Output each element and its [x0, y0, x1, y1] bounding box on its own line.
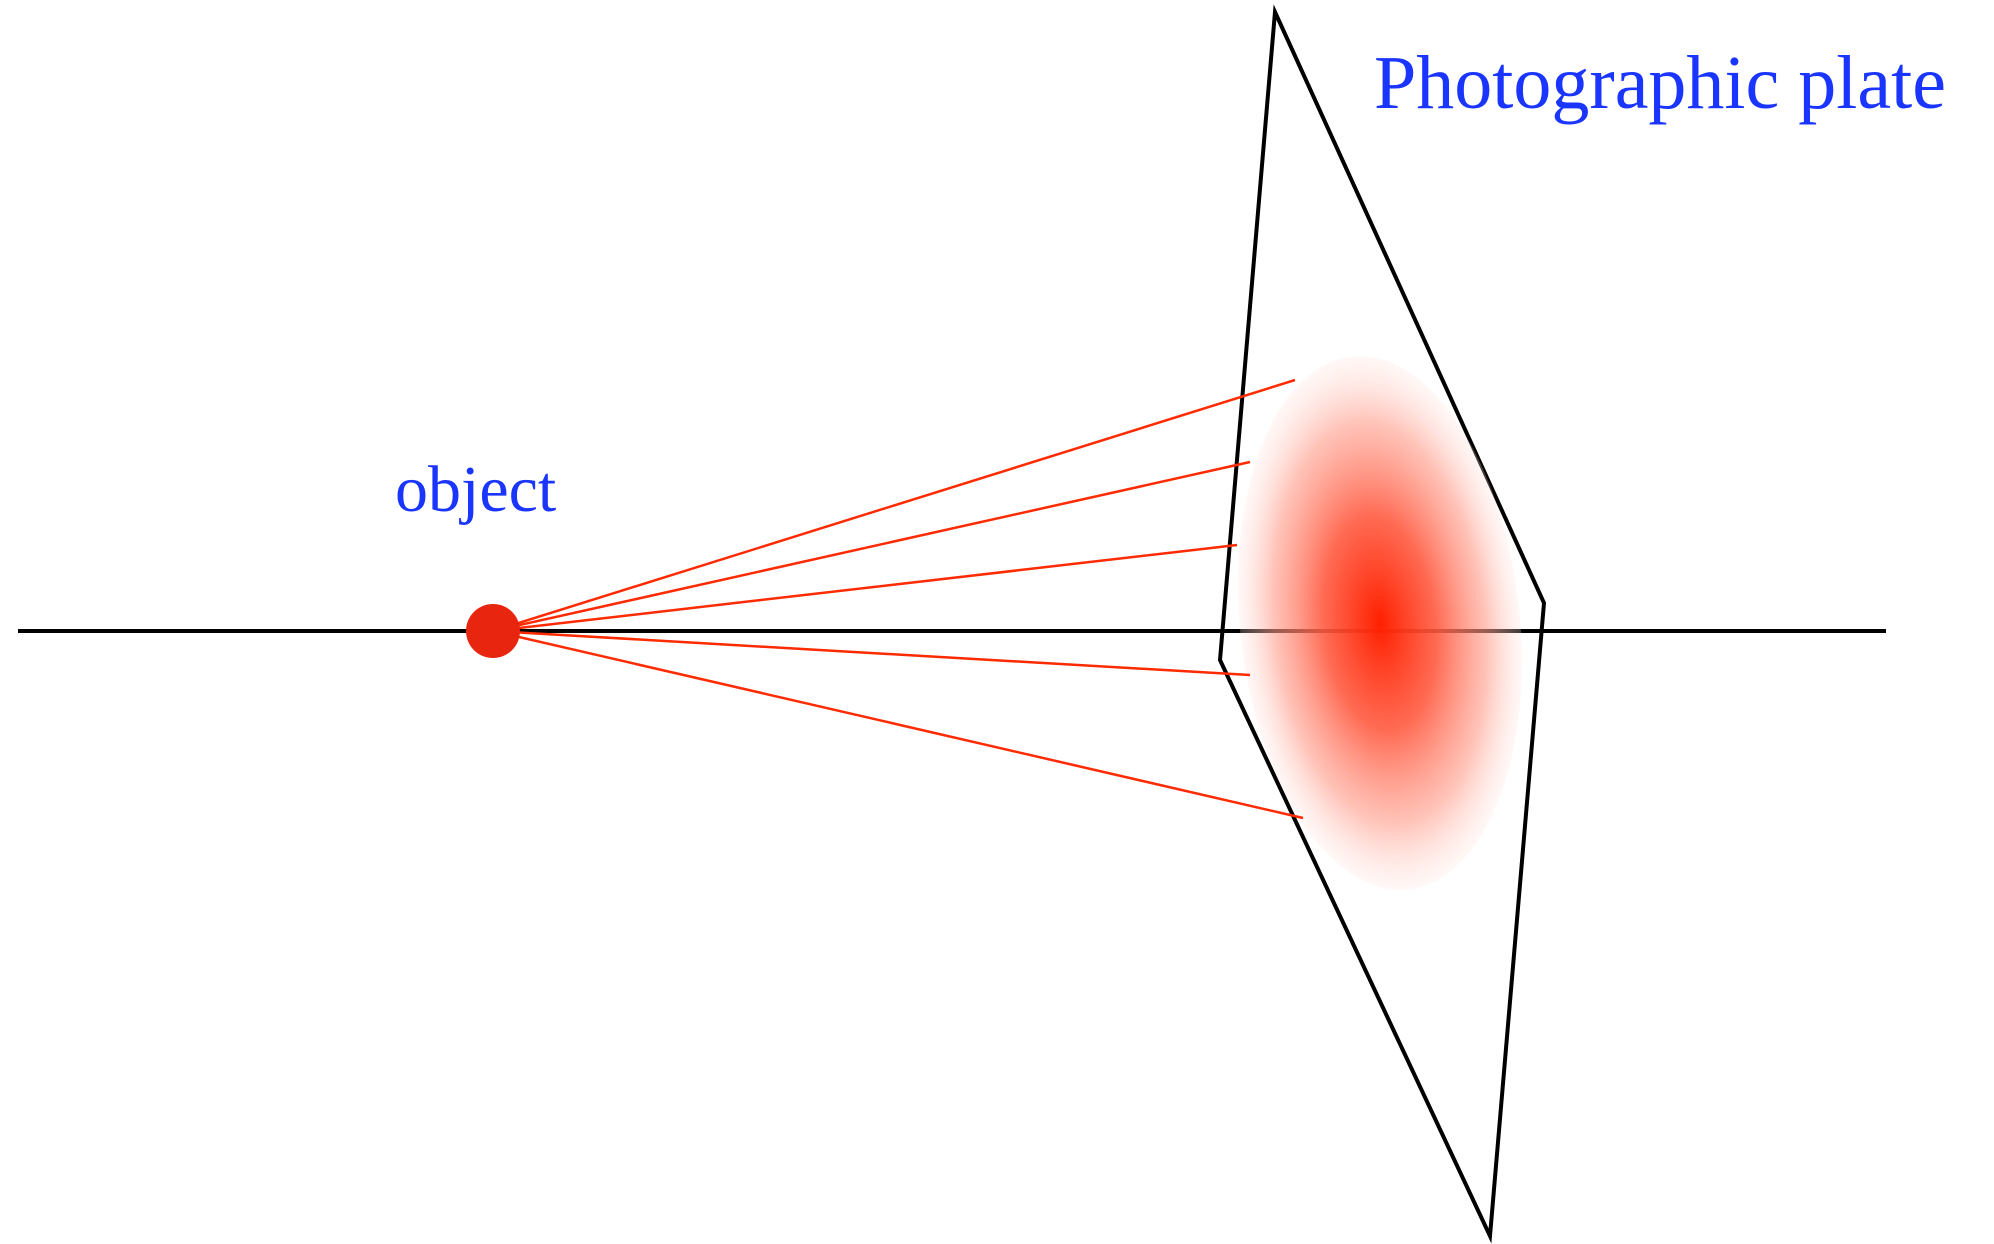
ray-1 [492, 378, 1296, 633]
photographic-plate [1217, 4, 1547, 1244]
plate-label: Photographic plate [1374, 41, 1946, 125]
object-label: object [395, 453, 557, 526]
ray-5 [492, 629, 1304, 820]
ray-2 [492, 460, 1251, 633]
ray-4 [492, 629, 1251, 677]
diffraction-spot [1237, 356, 1523, 890]
object-point [466, 604, 520, 658]
ray-3 [492, 543, 1238, 633]
